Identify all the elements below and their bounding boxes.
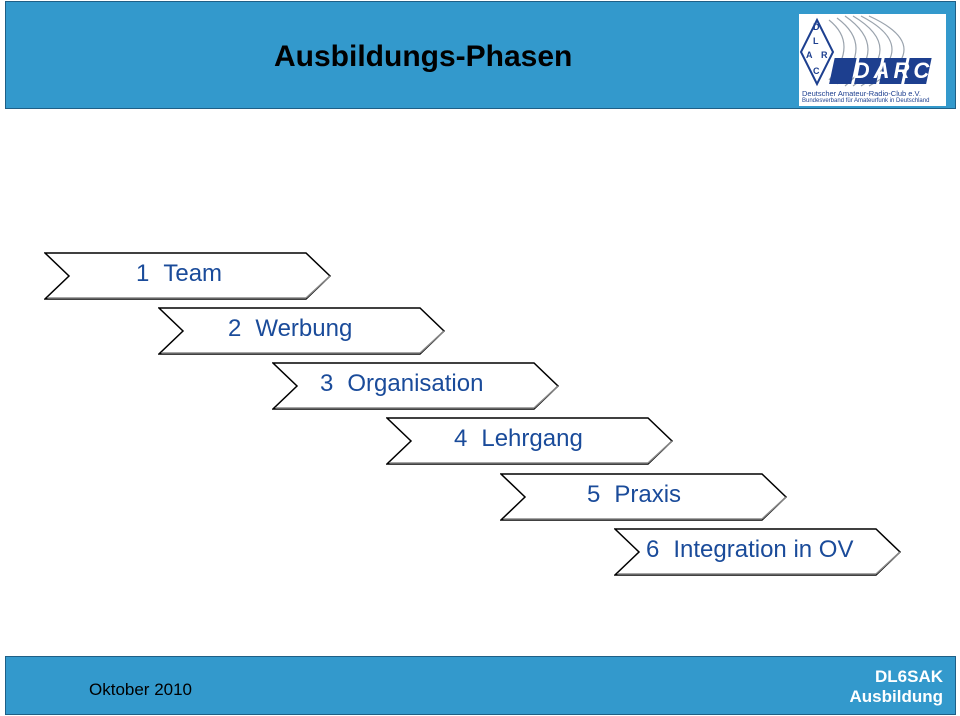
logo-letter: A xyxy=(806,50,813,60)
step-label: Team xyxy=(163,260,223,287)
logo-letter: L xyxy=(813,36,819,46)
logo-tagline: Bundesverband für Amateurfunk in Deutsch… xyxy=(802,98,930,104)
logo-subtitle: Deutscher Amateur-Radio-Club e.V. xyxy=(802,89,921,98)
logo-letter: R xyxy=(821,50,828,60)
logo-wordmark: DARC xyxy=(853,58,934,83)
footer-band: Oktober 2010 DL6SAK Ausbildung xyxy=(5,656,956,715)
logo-letter: C xyxy=(813,66,820,76)
phase-step: 5 Praxis xyxy=(500,473,788,521)
phase-step: 2 Werbung xyxy=(158,307,446,355)
footer-topic: Ausbildung xyxy=(849,687,943,706)
step-number: 1 xyxy=(136,260,150,287)
footer-date: Oktober 2010 xyxy=(89,680,193,699)
header-band: Ausbildungs-Phasen xyxy=(5,1,956,109)
phase-step: 1 Team xyxy=(44,252,332,300)
phase-step: 3 Organisation xyxy=(272,362,560,410)
step-number: 5 xyxy=(587,481,601,508)
step-number: 6 xyxy=(646,536,660,563)
phase-step: 4 Lehrgang xyxy=(386,417,674,465)
step-number: 2 xyxy=(228,315,242,342)
step-number: 3 xyxy=(320,370,334,397)
step-label: Organisation xyxy=(347,370,484,397)
darc-logo: D L A R C DARC Deutscher Amateur-Radio-C… xyxy=(799,14,946,106)
step-label: Praxis xyxy=(614,481,682,508)
step-label: Integration in OV xyxy=(673,536,854,563)
logo-letter: D xyxy=(813,22,820,32)
step-number: 4 xyxy=(454,425,468,452)
darc-logo-graphic xyxy=(799,15,932,87)
footer-info: DL6SAK Ausbildung xyxy=(850,667,943,707)
footer-author: DL6SAK xyxy=(874,667,943,686)
step-label: Werbung xyxy=(255,315,353,342)
phase-step: 6 Integration in OV xyxy=(614,528,902,576)
page-title: Ausbildungs-Phasen xyxy=(274,40,573,73)
step-label: Lehrgang xyxy=(481,425,583,452)
